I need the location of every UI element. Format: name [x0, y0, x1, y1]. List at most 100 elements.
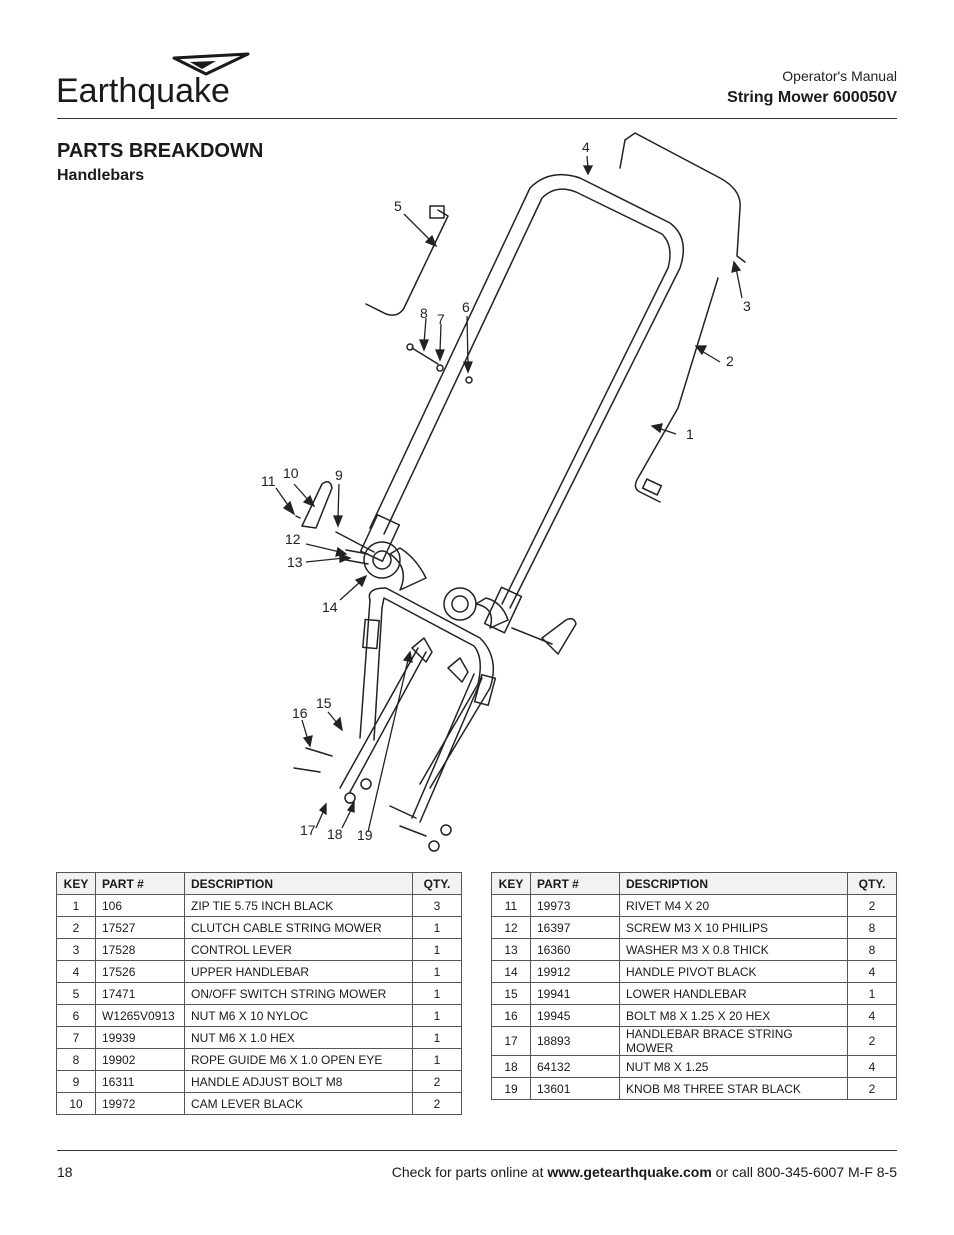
part-qty: 1 — [412, 938, 462, 961]
part-key: 8 — [56, 1048, 96, 1071]
callout-19: 19 — [357, 827, 373, 843]
clutch-cable — [634, 277, 719, 503]
part-key: 10 — [56, 1092, 96, 1115]
footer-url-link[interactable]: www.getearthquake.com — [547, 1164, 712, 1180]
part-key: 6 — [56, 1004, 96, 1027]
manual-label: Operator's Manual — [782, 68, 897, 84]
part-qty: 1 — [412, 916, 462, 939]
part-key: 7 — [56, 1026, 96, 1049]
footer-text-after: or call 800-345-6007 M-F 8-5 — [711, 1164, 897, 1180]
part-qty: 4 — [847, 960, 897, 983]
part-number: 19972 — [95, 1092, 185, 1115]
part-qty: 1 — [412, 960, 462, 983]
section-title: PARTS BREAKDOWN — [57, 140, 264, 162]
part-number: 16360 — [530, 938, 620, 961]
part-qty: 8 — [847, 916, 897, 939]
callout-5: 5 — [394, 198, 402, 214]
part-number: 19939 — [95, 1026, 185, 1049]
callout-14: 14 — [322, 599, 338, 615]
earthquake-logo: Earthquake — [56, 52, 250, 110]
part-description: ZIP TIE 5.75 INCH BLACK — [184, 894, 413, 917]
part-description: CLUTCH CABLE STRING MOWER — [184, 916, 413, 939]
callout-16: 16 — [292, 705, 308, 721]
part-number: 16397 — [530, 916, 620, 939]
part-number: 19902 — [95, 1048, 185, 1071]
on-off-switch — [365, 209, 449, 316]
part-qty: 1 — [412, 1004, 462, 1027]
part-key: 15 — [491, 982, 531, 1005]
col-description: DESCRIPTION — [619, 872, 848, 895]
part-description: CONTROL LEVER — [184, 938, 413, 961]
part-key: 18 — [491, 1055, 531, 1078]
part-description: HANDLE PIVOT BLACK — [619, 960, 848, 983]
footer-text: Check for parts online at www.getearthqu… — [392, 1164, 897, 1180]
part-number: 19945 — [530, 1004, 620, 1027]
part-key: 12 — [491, 916, 531, 939]
part-key: 4 — [56, 960, 96, 983]
footer-text-before: Check for parts online at — [391, 1164, 548, 1180]
part-number: 64132 — [530, 1055, 620, 1078]
section-subtitle: Handlebars — [57, 167, 145, 184]
callout-2: 2 — [726, 353, 734, 369]
part-number: W1265V0913 — [95, 1004, 185, 1027]
part-qty: 2 — [847, 894, 897, 917]
callout-18: 18 — [327, 826, 343, 842]
control-lever — [624, 132, 746, 263]
handlebar-exploded-diagram: 1 2 3 4 5 6 7 8 9 10 11 12 13 14 15 16 1… — [261, 132, 751, 852]
part-key: 16 — [491, 1004, 531, 1027]
part-qty: 3 — [412, 894, 462, 917]
part-description: BOLT M8 X 1.25 X 20 HEX — [619, 1004, 848, 1027]
part-description: NUT M6 X 10 NYLOC — [184, 1004, 413, 1027]
part-qty: 4 — [847, 1004, 897, 1027]
part-qty: 1 — [847, 982, 897, 1005]
model-title: String Mower 600050V — [727, 89, 897, 106]
callout-1: 1 — [686, 426, 694, 442]
part-number: 13601 — [530, 1077, 620, 1100]
part-number: 17527 — [95, 916, 185, 939]
part-key: 17 — [491, 1026, 531, 1056]
svg-text:Earthquake: Earthquake — [56, 72, 230, 110]
col-qty: QTY. — [847, 872, 897, 895]
part-number: 18893 — [530, 1026, 620, 1056]
footer-divider — [57, 1150, 897, 1151]
part-description: UPPER HANDLEBAR — [184, 960, 413, 983]
part-description: HANDLE ADJUST BOLT M8 — [184, 1070, 413, 1093]
part-qty: 2 — [847, 1026, 897, 1056]
col-key: KEY — [491, 872, 531, 895]
part-description: WASHER M3 X 0.8 THICK — [619, 938, 848, 961]
col-part: PART # — [95, 872, 185, 895]
col-description: DESCRIPTION — [184, 872, 413, 895]
part-key: 2 — [56, 916, 96, 939]
part-qty: 2 — [412, 1070, 462, 1093]
part-qty: 2 — [847, 1077, 897, 1100]
callout-7: 7 — [437, 311, 445, 327]
table-header-row: KEY PART # DESCRIPTION QTY. — [491, 872, 897, 895]
part-qty: 1 — [412, 1048, 462, 1071]
table-header-row: KEY PART # DESCRIPTION QTY. — [56, 872, 462, 895]
header-divider — [57, 118, 897, 119]
callout-9: 9 — [335, 467, 343, 483]
callout-3: 3 — [743, 298, 751, 314]
part-key: 5 — [56, 982, 96, 1005]
part-key: 9 — [56, 1070, 96, 1093]
part-qty: 1 — [412, 982, 462, 1005]
part-key: 14 — [491, 960, 531, 983]
callout-15: 15 — [316, 695, 332, 711]
part-key: 3 — [56, 938, 96, 961]
part-description: ROPE GUIDE M6 X 1.0 OPEN EYE — [184, 1048, 413, 1071]
part-description: HANDLEBAR BRACE STRING MOWER — [619, 1026, 848, 1056]
part-description: ON/OFF SWITCH STRING MOWER — [184, 982, 413, 1005]
part-number: 17471 — [95, 982, 185, 1005]
